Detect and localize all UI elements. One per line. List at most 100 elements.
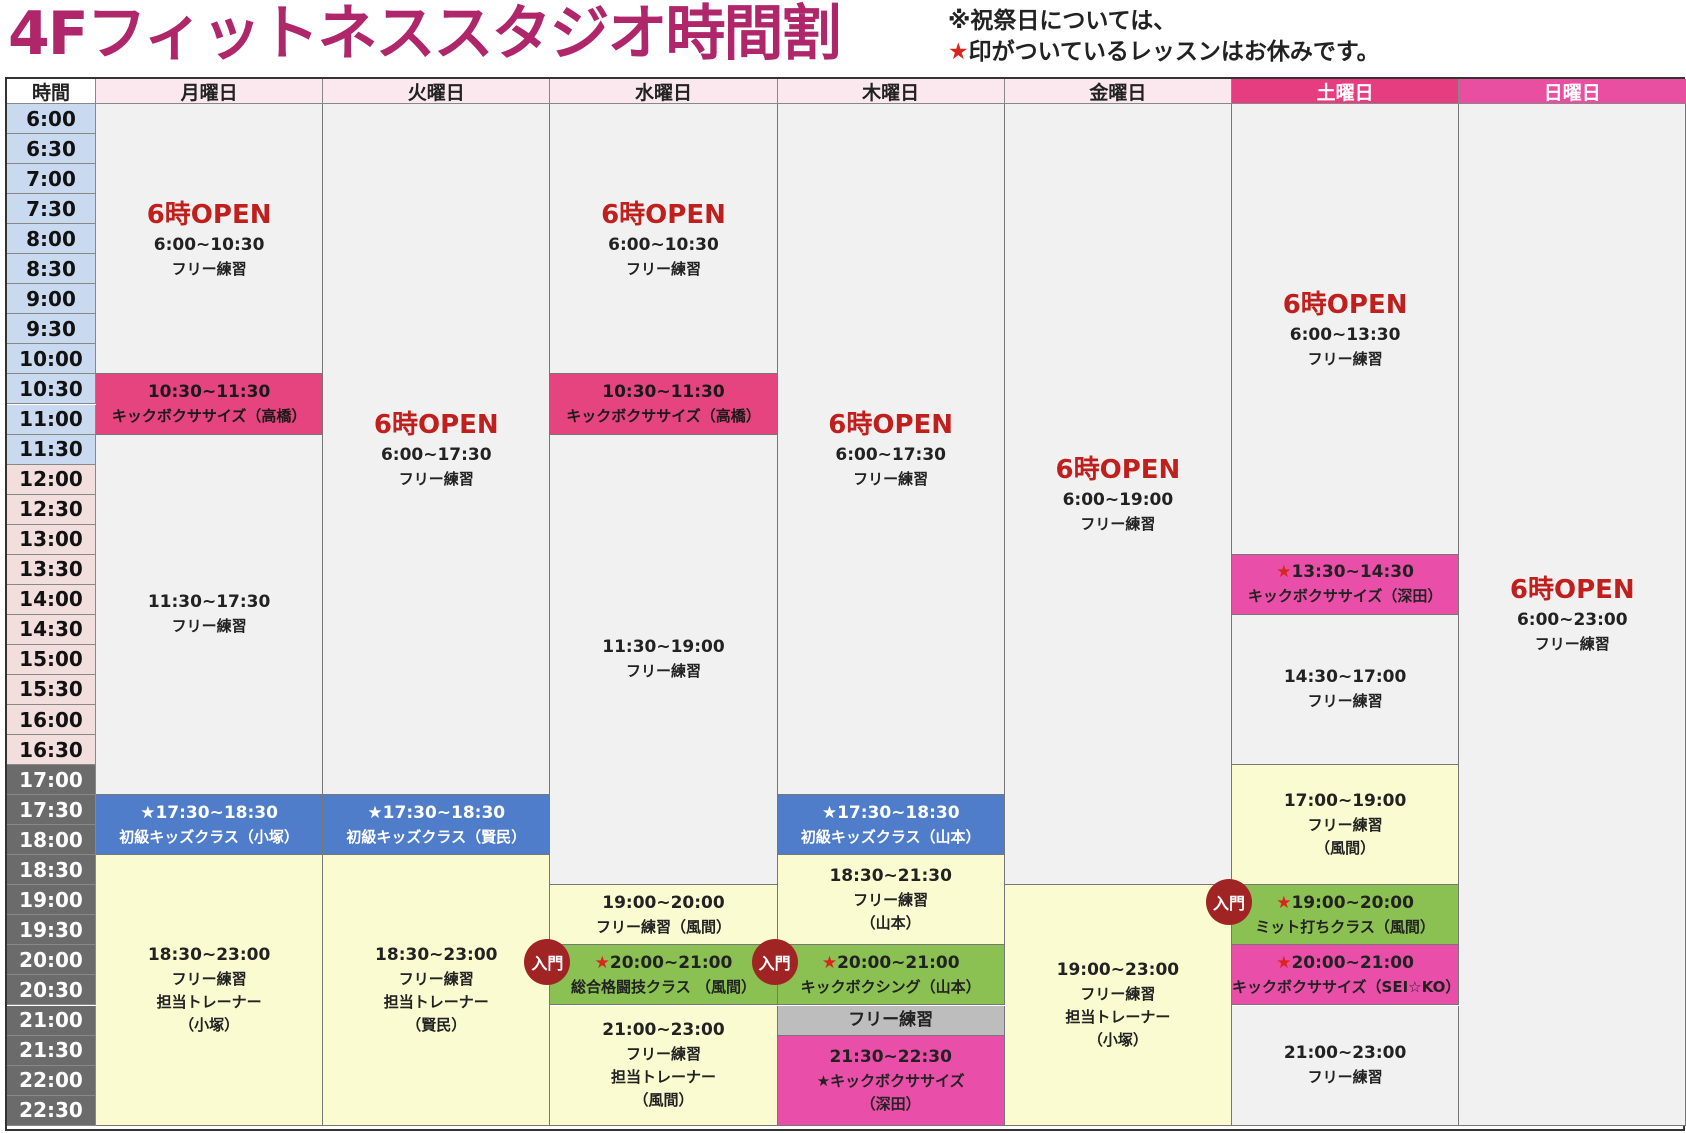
- header-day: 日曜日: [1459, 79, 1686, 104]
- header-time: 時間: [7, 79, 96, 104]
- time-cell: 11:00: [7, 404, 96, 435]
- block-time: 19:00~23:00: [1057, 958, 1179, 983]
- block-time-text: 6:00~17:30: [835, 445, 947, 466]
- block-text: フリー練習: [1080, 983, 1155, 1006]
- block-line: キックボクシング（山本）: [800, 977, 981, 996]
- block-line: フリー練習: [1307, 1068, 1383, 1087]
- block-line: （賢民）: [406, 1015, 467, 1034]
- block-time-text: 6:00~13:30: [1289, 324, 1401, 345]
- block-time-text: 19:00~20:00: [1291, 892, 1414, 913]
- block-time: ★19:00~20:00: [1276, 891, 1414, 916]
- time-cell: 17:30: [7, 795, 96, 826]
- time-cell: 11:30: [7, 434, 96, 465]
- time-cell: 8:00: [7, 224, 96, 255]
- block-text: （小塚）: [179, 1014, 239, 1037]
- block-line: ★キックボクササイズ: [816, 1071, 965, 1090]
- schedule-block: フリー練習: [777, 1005, 1005, 1036]
- time-cell: 18:00: [7, 825, 96, 856]
- block-text: （山本）: [861, 912, 921, 935]
- block-time: ★13:30~14:30: [1276, 560, 1414, 585]
- block-text: フリー練習: [1308, 1066, 1383, 1089]
- block-text: フリー練習: [1535, 633, 1610, 656]
- open-label: 6時OPEN: [1282, 289, 1408, 320]
- holiday-note: ※祝祭日については、 ★印がついているレッスンはお休みです。: [948, 6, 1380, 68]
- block-line: （小塚）: [1087, 1030, 1148, 1049]
- block-time-text: 6:00~10:30: [153, 234, 265, 255]
- block-time: 14:30~17:00: [1284, 665, 1406, 690]
- block-text: フリー練習: [626, 258, 701, 281]
- block-time: 18:30~21:30: [829, 864, 951, 889]
- time-cell: 6:00: [7, 104, 96, 135]
- block-time: 6:00~10:30: [608, 233, 719, 258]
- time-cell: 18:30: [7, 855, 96, 886]
- block-time: ★17:30~18:30: [822, 801, 960, 826]
- time-cell: 14:00: [7, 584, 96, 615]
- block-time: 6:00~10:30: [154, 233, 265, 258]
- block-line: フリー練習: [625, 259, 701, 278]
- block-time-text: 11:30~19:00: [602, 637, 725, 658]
- block-time-text: フリー練習: [848, 1009, 934, 1030]
- block-time-text: 10:30~11:30: [602, 381, 725, 402]
- block-line: フリー練習（風間）: [595, 917, 731, 936]
- open-label: 6時OPEN: [828, 410, 954, 441]
- header-day: 月曜日: [96, 79, 324, 104]
- block-time: ★20:00~21:00: [1276, 951, 1414, 976]
- page-title: 4Fフィットネススタジオ時間割: [8, 0, 842, 69]
- block-line: （山本）: [860, 914, 921, 933]
- block-text: フリー練習: [1308, 690, 1383, 713]
- block-time-text: 6:00~10:30: [608, 234, 719, 255]
- block-text: フリー練習: [853, 889, 928, 912]
- block-time: 6:00~13:30: [1290, 323, 1401, 348]
- time-cell: 9:30: [7, 314, 96, 345]
- block-text: 初級キッズクラス（小塚）: [119, 826, 299, 849]
- time-cell: 7:00: [7, 164, 96, 195]
- block-line: （小塚）: [179, 1015, 240, 1034]
- time-cell: 8:30: [7, 254, 96, 285]
- schedule-block: 21:00~23:00 フリー練習: [1232, 1005, 1460, 1126]
- beginner-badge: 入門: [1206, 879, 1252, 926]
- block-time: フリー練習: [848, 1008, 933, 1033]
- block-text: 総合格闘技クラス （風間）: [571, 976, 756, 999]
- block-time: 6:00~17:30: [835, 443, 946, 468]
- block-line: ミット打ちクラス（風間）: [1255, 917, 1435, 936]
- block-time-text: 6:00~23:00: [1516, 610, 1628, 631]
- block-time: 10:30~11:30: [602, 380, 724, 405]
- block-text: 担当トレーナー: [611, 1066, 716, 1089]
- block-text: キックボクササイズ（深田）: [1248, 585, 1443, 608]
- beginner-badge: 入門: [524, 939, 571, 986]
- block-time-text: 13:30~14:30: [1291, 562, 1414, 583]
- block-text: （小塚）: [1088, 1029, 1148, 1052]
- block-time: ★20:00~21:00: [595, 951, 733, 976]
- block-text: キックボクササイズ（SEI☆KO）: [1232, 976, 1460, 999]
- block-line: フリー練習: [398, 969, 474, 988]
- time-cell: 15:30: [7, 674, 96, 705]
- block-time-text: 20:00~21:00: [609, 952, 733, 973]
- holiday-note-line2: 印がついているレッスンはお休みです。: [968, 39, 1380, 65]
- star-icon: ★: [948, 39, 969, 65]
- block-text: ミット打ちクラス（風間）: [1255, 916, 1435, 939]
- time-cell: 17:00: [7, 765, 96, 796]
- block-time: 6:00~23:00: [1517, 608, 1628, 633]
- block-time: 11:30~17:30: [148, 590, 270, 615]
- block-time-text: 18:30~23:00: [147, 944, 271, 965]
- star-icon: ★: [140, 802, 156, 823]
- block-time-text: 21:00~23:00: [1283, 1043, 1407, 1064]
- block-time-text: 17:30~18:30: [382, 802, 506, 823]
- time-cell: 22:30: [7, 1095, 96, 1126]
- time-cell: 20:30: [7, 975, 96, 1006]
- time-cell: 21:30: [7, 1035, 96, 1066]
- block-time-text: 18:30~23:00: [375, 944, 498, 965]
- star-icon: ★: [594, 952, 610, 973]
